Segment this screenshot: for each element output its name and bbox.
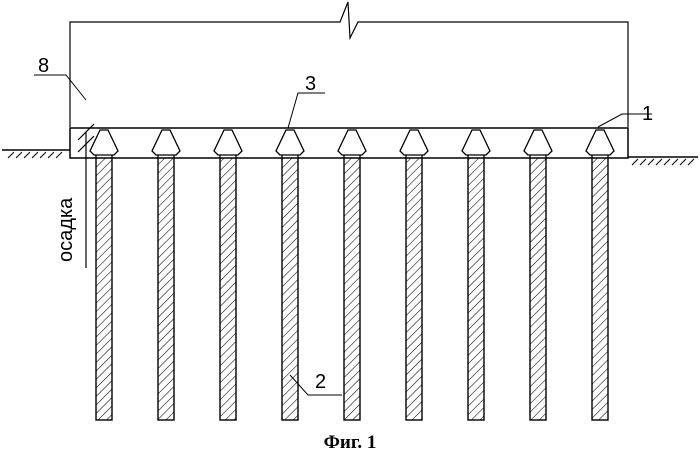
pile-6 xyxy=(405,149,423,421)
pile-cap-5 xyxy=(337,129,367,156)
figure-caption: Фиг. 1 xyxy=(324,432,377,453)
soil-hatching xyxy=(7,151,695,166)
label-pile: 2 xyxy=(315,371,326,393)
pile-cap-base-7 xyxy=(467,155,485,158)
pile-8 xyxy=(529,149,547,421)
pile-cap-9 xyxy=(585,129,615,156)
label-superstructure: 8 xyxy=(38,55,49,77)
pile-cap-3 xyxy=(213,129,243,156)
pile-2 xyxy=(157,149,175,421)
pile-5 xyxy=(343,149,361,421)
leader-lines xyxy=(34,74,652,396)
settlement-dimension xyxy=(77,123,95,268)
pile-7 xyxy=(467,149,485,421)
pile-cap-base-4 xyxy=(281,155,299,158)
pile-1 xyxy=(95,149,113,421)
label-pile-cap: 3 xyxy=(305,73,316,95)
pile-cap-base-6 xyxy=(405,155,423,158)
label-grillage: 1 xyxy=(642,103,653,125)
pile-4 xyxy=(281,149,299,421)
ground-surface xyxy=(2,149,698,158)
pile-cap-6 xyxy=(399,129,429,156)
pile-9 xyxy=(591,149,609,421)
pile-3 xyxy=(219,149,237,421)
pile-cap-base-8 xyxy=(529,155,547,158)
pile-cap-4 xyxy=(275,129,305,156)
pile-cap-base-1 xyxy=(95,155,113,158)
pile-cap-2 xyxy=(151,129,181,156)
pile-cap-1 xyxy=(89,129,119,156)
pile-cap-base-2 xyxy=(157,155,175,158)
pile-cap-8 xyxy=(523,129,553,156)
pile-cap-base-5 xyxy=(343,155,361,158)
pile-cap-base-3 xyxy=(219,155,237,158)
label-settlement: осадка xyxy=(55,197,77,262)
superstructure-outline xyxy=(69,1,629,127)
pile-cap-7 xyxy=(461,129,491,156)
pile-cap-base-9 xyxy=(591,155,609,158)
